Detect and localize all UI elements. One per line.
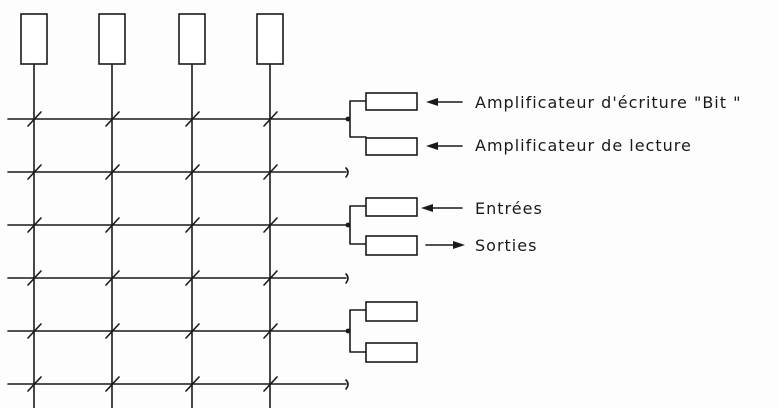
row-end-hook [345,379,349,390]
row-end-hooks [345,167,349,390]
branch-connector [349,100,367,138]
branch-connector [349,309,367,353]
core-mark [185,323,200,339]
arrow-left-icon [426,142,438,150]
arrow-right-icon [453,241,465,249]
core-mark [105,323,120,339]
core-mark [185,376,200,392]
core-mark [185,164,200,180]
core-mark [105,111,120,127]
inputs-label: Entrées [475,199,543,218]
core-mark [105,217,120,233]
column-drivers [20,13,284,65]
arrow-left-icon [426,98,438,106]
row-end-hook [345,167,349,178]
output-box [365,235,418,256]
amplifier-box [365,342,418,363]
column-driver-box [98,13,126,65]
amplifier-pair-middle [345,197,418,256]
column-driver-box [256,13,284,65]
core-mark [105,376,120,392]
write-amplifier-label: Amplificateur d'écriture "Bit " [475,93,741,112]
amplifier-pair-bottom [345,301,418,363]
core-mark [185,270,200,286]
core-mark [27,164,42,180]
read-amplifier-box [365,137,418,156]
read-amplifier-label: Amplificateur de lecture [475,136,692,155]
arrows [421,98,465,249]
core-mark [27,376,42,392]
core-mark [105,164,120,180]
core-mark [263,376,278,392]
core-mark [263,217,278,233]
core-mark [263,323,278,339]
outputs-label: Sorties [475,236,537,255]
column-wires [33,63,271,408]
core-mark [185,111,200,127]
input-box [365,197,418,217]
core-mark [27,111,42,127]
core-mark [27,270,42,286]
branch-connector [349,205,367,245]
core-mark [105,270,120,286]
row-wires [7,118,349,385]
column-driver-box [20,13,48,65]
core-mark [27,323,42,339]
arrow-left-icon [421,204,433,212]
core-mark [263,111,278,127]
amplifier-pair-top [345,92,418,156]
core-mark [263,270,278,286]
row-end-hook [345,273,349,284]
core-marks [27,111,278,392]
amplifier-box [365,301,418,322]
column-driver-box [178,13,206,65]
write-amplifier-box [365,92,418,111]
core-mark [185,217,200,233]
core-mark [263,164,278,180]
core-mark [27,217,42,233]
